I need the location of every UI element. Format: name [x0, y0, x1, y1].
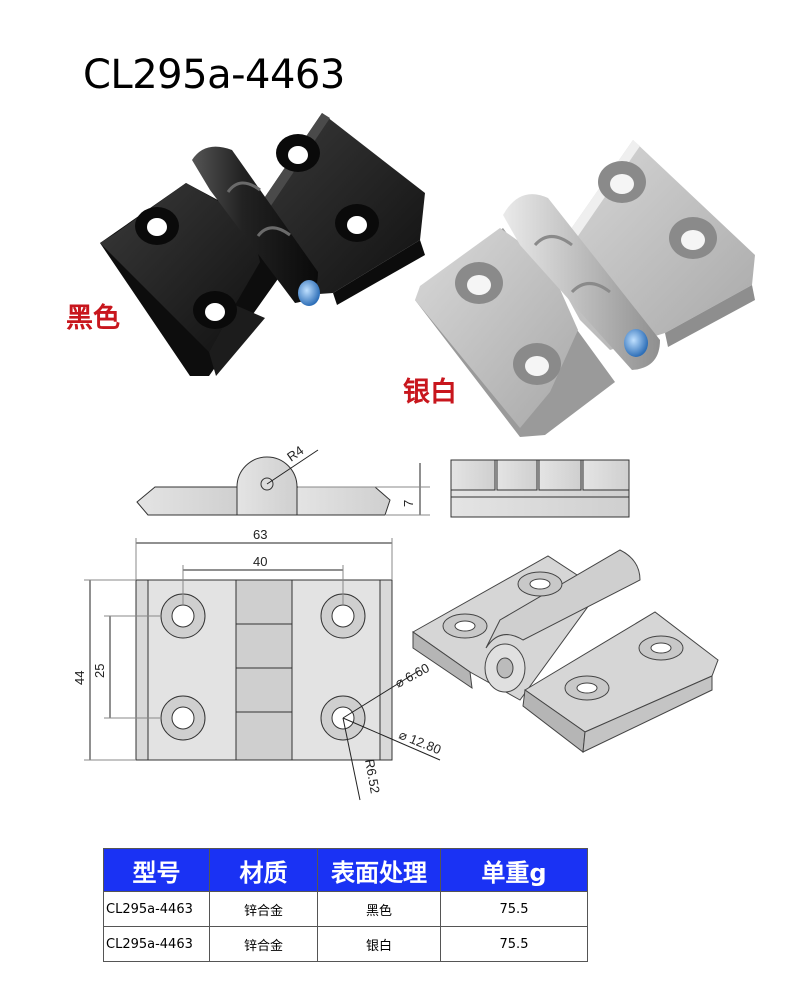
page-title: CL295a-4463: [83, 52, 345, 98]
cell-finish: 银白: [317, 926, 441, 962]
dim-height-44: 44: [72, 671, 87, 685]
dim-width-63: 63: [253, 527, 267, 542]
spec-table: 型号 材质 表面处理 单重g CL295a-4463 锌合金 黑色 75.5 C…: [103, 848, 588, 962]
cell-finish: 黑色: [317, 891, 441, 927]
cell-model: CL295a-4463: [103, 891, 210, 927]
cell-material: 锌合金: [209, 926, 318, 962]
cell-weight: 75.5: [440, 891, 588, 927]
dim-radius-r652: R6.52: [362, 758, 383, 795]
side-view-drawing: [136, 449, 430, 516]
silver-hinge-photo: [415, 140, 755, 437]
cell-model: CL295a-4463: [103, 926, 210, 962]
dim-hole-pitch-25: 25: [92, 664, 107, 678]
header-finish: 表面处理: [317, 848, 441, 892]
dim-hole-dia: ⌀ 6.60: [392, 660, 431, 690]
dim-height-7: 7: [401, 500, 416, 507]
finish-label-black: 黑色: [66, 303, 120, 334]
header-material: 材质: [209, 848, 318, 892]
header-weight: 单重g: [440, 848, 588, 892]
cell-material: 锌合金: [209, 891, 318, 927]
table-row: CL295a-4463 锌合金 银白 75.5: [103, 926, 588, 962]
end-view-drawing: [450, 459, 630, 518]
dim-r4: R4: [284, 443, 306, 465]
black-hinge-photo: [100, 113, 425, 376]
dim-counterbore-dia: ⌀ 12.80: [397, 727, 443, 757]
table-header-row: 型号 材质 表面处理 单重g: [103, 848, 588, 892]
cell-weight: 75.5: [440, 926, 588, 962]
table-row: CL295a-4463 锌合金 黑色 75.5: [103, 891, 588, 927]
plan-view-drawing: [84, 538, 441, 801]
isometric-drawing: [412, 549, 719, 753]
dim-hole-pitch-40: 40: [253, 554, 267, 569]
header-model: 型号: [103, 848, 210, 892]
finish-label-silver: 银白: [403, 377, 457, 408]
